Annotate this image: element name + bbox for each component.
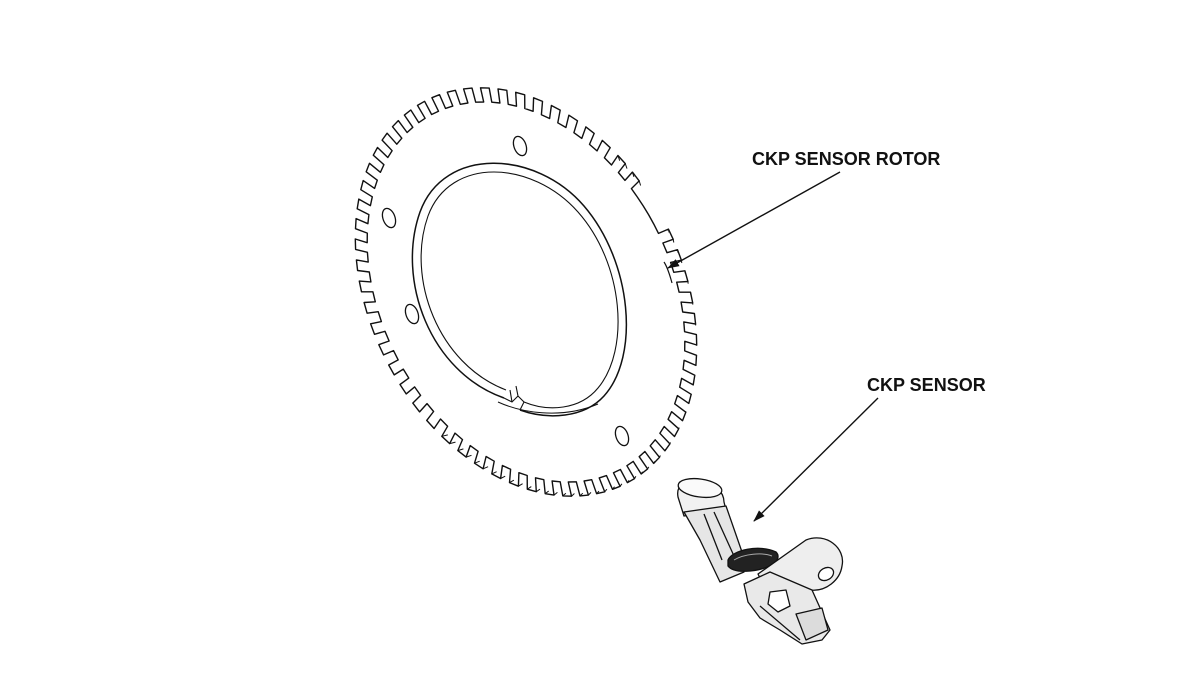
- rotor-outline: [354, 87, 698, 497]
- rotor-center-bore: [411, 162, 628, 417]
- rotor-tooth-lines: [441, 155, 698, 497]
- sensor-connector-latch: [767, 589, 791, 613]
- sensor-connector-face: [795, 607, 829, 641]
- sensor-connector-edge: [759, 605, 801, 641]
- bore-inner-edge: [420, 171, 619, 409]
- rotor-bolt-holes: [381, 135, 630, 447]
- bolt-hole: [404, 303, 420, 325]
- leader-lines: [667, 171, 879, 522]
- sensor-leader-line: [753, 397, 879, 522]
- sensor-body-edge: [713, 511, 735, 557]
- ckp-sensor: [677, 477, 844, 645]
- sensor-mounting-hole: [817, 566, 835, 582]
- sensor-body-edge: [703, 513, 723, 561]
- bolt-hole: [381, 207, 397, 229]
- ring-lower-edge: [497, 401, 599, 414]
- rotor-missing-tooth-gap: [663, 261, 673, 284]
- bolt-hole: [512, 135, 528, 157]
- sensor-o-ring-highlight: [733, 553, 773, 561]
- sensor-tip-face: [677, 477, 723, 499]
- ring-split-joint: [503, 385, 525, 411]
- ckp-sensor-rotor: [354, 87, 698, 497]
- label-ckp-sensor: CKP SENSOR: [867, 375, 986, 395]
- bolt-hole: [614, 425, 630, 447]
- bore-outer-edge: [411, 162, 628, 417]
- label-ckp-sensor-rotor: CKP SENSOR ROTOR: [752, 149, 941, 169]
- rotor-leader-line: [667, 171, 841, 269]
